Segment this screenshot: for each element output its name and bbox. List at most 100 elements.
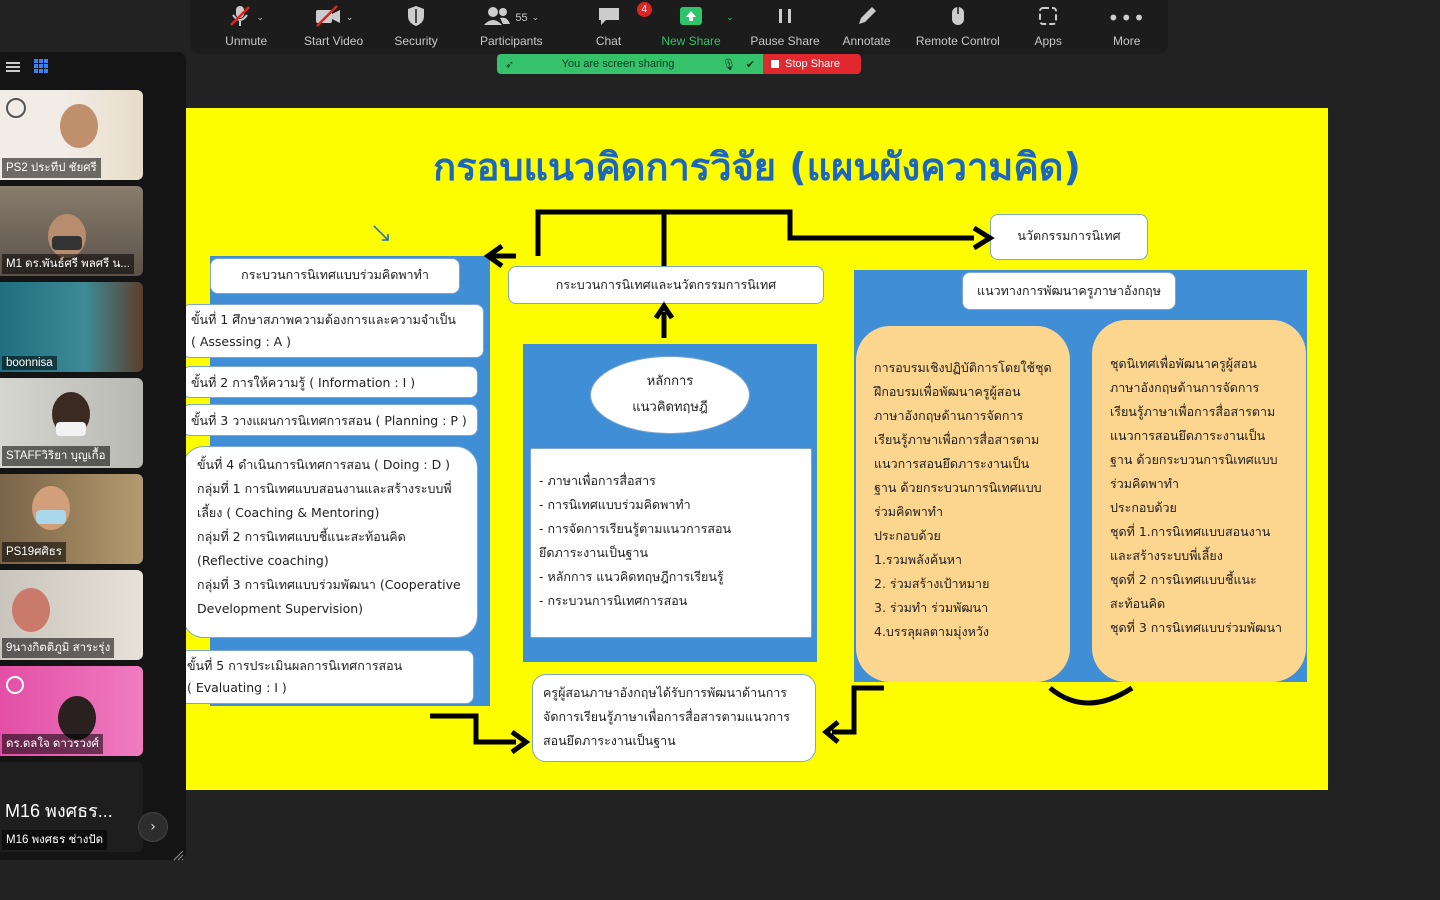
participant-tile[interactable]: M1 ดร.พันธ์ศรี พลศรี น... [0,186,143,276]
avatar [60,104,98,148]
step4-box: ขั้นที่ 4 ดำเนินการนิเทศการสอน ( Doing :… [186,446,478,638]
share-options-button[interactable]: ⌄ [718,0,742,54]
kit-line: เรียนรู้ภาษาเพื่อการสื่อสารตาม [1110,404,1276,419]
mic-muted-icon [228,5,252,31]
chat-badge: 4 [636,2,652,17]
sharing-status-pill[interactable]: ➶ You are screen sharing 🎙 ✔ [497,54,763,74]
apps-icon [1038,6,1058,30]
chat-label: Chat [595,34,622,48]
kit-line: ชุดนิเทศเพื่อพัฒนาครูผู้สอน [1110,356,1257,371]
view-switcher [6,58,48,77]
stop-share-button[interactable]: Stop Share [763,54,861,74]
step3-box: ขั้นที่ 3 วางแผนการนิเทศการสอน ( Plannin… [186,404,478,436]
annotate-label: Annotate [842,34,891,48]
participant-tile[interactable]: PS19ศศิธร [0,474,143,564]
center-header-box: กระบวนการนิเทศและนวัตกรรมการนิเทศ [508,266,824,304]
principle-item: - การจัดการเรียนรู้ตามแนวการสอน [539,521,732,536]
annotate-button[interactable]: Annotate [828,0,905,54]
start-video-button[interactable]: ⌄ Start Video [290,0,376,54]
arrowhead-left [483,243,504,269]
list-view-icon[interactable] [6,58,20,77]
training-method-box: การอบรมเชิงปฏิบัติการโดยใช้ชุด ฝึกอบรมเพ… [856,326,1070,682]
pause-icon [775,6,795,30]
avatar [58,696,96,740]
principle-item: - หลักการ แนวคิดทฤษฎีการเรียนรู้ [539,569,724,584]
stop-icon [771,60,779,68]
participant-tile[interactable]: ดร.ดลใจ ดาวรวงศ์ [0,666,143,756]
participant-name: PS19ศศิธร [2,542,66,562]
training-line: แนวการสอนยึดภาระงานเป็น [874,456,1030,471]
arrow-left-to-outcome [430,713,516,745]
participant-tile[interactable]: PS2 ประทีป ชัยศรี [0,90,143,180]
participant-tile[interactable]: STAFFวิริยา บุญเกื้อ [0,378,143,468]
step4-line: Development Supervision) [197,601,364,616]
participant-tile[interactable]: 9นางกิตติภูมิ สาระรุ่ง [0,570,143,660]
outcome-line: จัดการเรียนรู้ภาษาเพื่อการสื่อสารตามแนวก… [543,709,790,724]
training-line: เรียนรู้ภาษาเพื่อการสื่อสารตาม [874,432,1040,447]
step4-line: เลี้ยง ( Coaching & Mentoring) [197,505,380,520]
remote-control-label: Remote Control [915,34,1000,48]
step1-box: ขั้นที่ 1 ศึกษาสภาพความต้องการและความจำเ… [186,304,484,358]
training-line: ร่วมคิดพาทำ [874,504,943,519]
security-button[interactable]: Security [377,0,456,54]
participant-display-name: M16 พงศธร... [5,801,113,821]
training-line: ภาษาอังกฤษด้านการจัดการ [874,408,1024,423]
participant-name: 9นางกิตติภูมิ สาระรุ่ง [2,638,115,658]
kit-line: ประกอบด้วย [1110,500,1177,515]
arrowhead-up [653,301,675,320]
principle-line: แนวคิดทฤษฎี [632,400,708,415]
more-button[interactable]: ••• More [1085,0,1167,54]
principle-item: - การนิเทศแบบร่วมคิดพาทำ [539,497,691,512]
face-mask [52,236,82,250]
mic-icon: 🎙 [721,58,736,71]
kit-line: และสร้างระบบพี่เลี้ยง [1110,548,1223,563]
participants-button[interactable]: 55⌄ Participants [455,0,567,54]
kit-line: สะท้อนคิด [1110,596,1166,611]
participant-name: STAFFวิริยา บุญเกื้อ [2,446,110,466]
participant-tile[interactable]: boonnisa [0,282,143,372]
more-dots-icon: ••• [1107,6,1146,30]
apps-button[interactable]: Apps [1011,0,1086,54]
kit-line: ฐาน ด้วยกระบวนการนิเทศแบบ [1110,452,1278,467]
chat-button[interactable]: 4 Chat [567,0,652,54]
grid-view-icon[interactable] [34,58,48,77]
training-line: 4.บรรลุผลตามมุ่งหวัง [874,624,990,639]
slide-title: กรอบแนวคิดการวิจัย (แผนผังความคิด) [433,145,1081,189]
step2-box: ขั้นที่ 2 การให้ความรู้ ( Information : … [186,366,478,398]
chevron-right-icon: › [150,819,156,835]
principle-item: - ภาษาเพื่อการสื่อสาร [539,473,656,488]
training-line: ประกอบด้วย [874,528,941,543]
chevron-down-icon[interactable]: ⌄ [531,13,540,23]
chevron-down-icon[interactable]: ⌄ [256,13,264,23]
unmute-button[interactable]: ⌄ Unmute [202,0,290,54]
pause-share-button[interactable]: Pause Share [742,0,828,54]
resize-grip-icon[interactable] [172,846,184,861]
supervision-logo [6,98,26,118]
unmute-label: Unmute [225,34,268,48]
step1-text: ขั้นที่ 1 ศึกษาสภาพความต้องการและความจำเ… [191,312,456,327]
new-share-label: New Share [661,34,721,48]
face-mask [36,510,66,524]
remote-control-button[interactable]: Remote Control [905,0,1011,54]
kit-line: ชุดที่ 1.การนิเทศแบบสอนงาน [1110,524,1271,539]
share-screen-icon [679,6,703,30]
training-line: ฐาน ด้วยกระบวนการนิเทศแบบ [874,480,1042,495]
stop-share-label: Stop Share [785,58,841,70]
training-line: 3. ร่วมทำ ร่วมพัฒนา [874,600,989,615]
new-share-button[interactable]: New Share [650,0,732,54]
chevron-down-icon: ⌄ [726,13,734,23]
shield-icon [406,5,426,31]
screen-share-bar: ➶ You are screen sharing 🎙 ✔ Stop Share [497,54,861,74]
participant-tile-no-video[interactable]: M16 พงศธร... M16 พงศธร ช่างปัด [0,762,143,852]
avatar [12,588,50,632]
arrow-paths [430,209,1134,755]
chevron-down-icon[interactable]: ⌄ [345,13,354,23]
participant-name: ดร.ดลใจ ดาวรวงศ์ [2,734,103,754]
next-page-button[interactable]: › [138,812,168,842]
outcome-line: สอนยึดภาระงานเป็นฐาน [543,733,676,748]
arrow-to-innovation [535,209,974,256]
left-header-box: กระบวนการนิเทศแบบร่วมคิดพาทำ [210,258,460,294]
more-label: More [1113,34,1141,48]
kit-line: ร่วมคิดพาทำ [1110,476,1179,491]
step4-line: (Reflective coaching) [197,553,329,568]
